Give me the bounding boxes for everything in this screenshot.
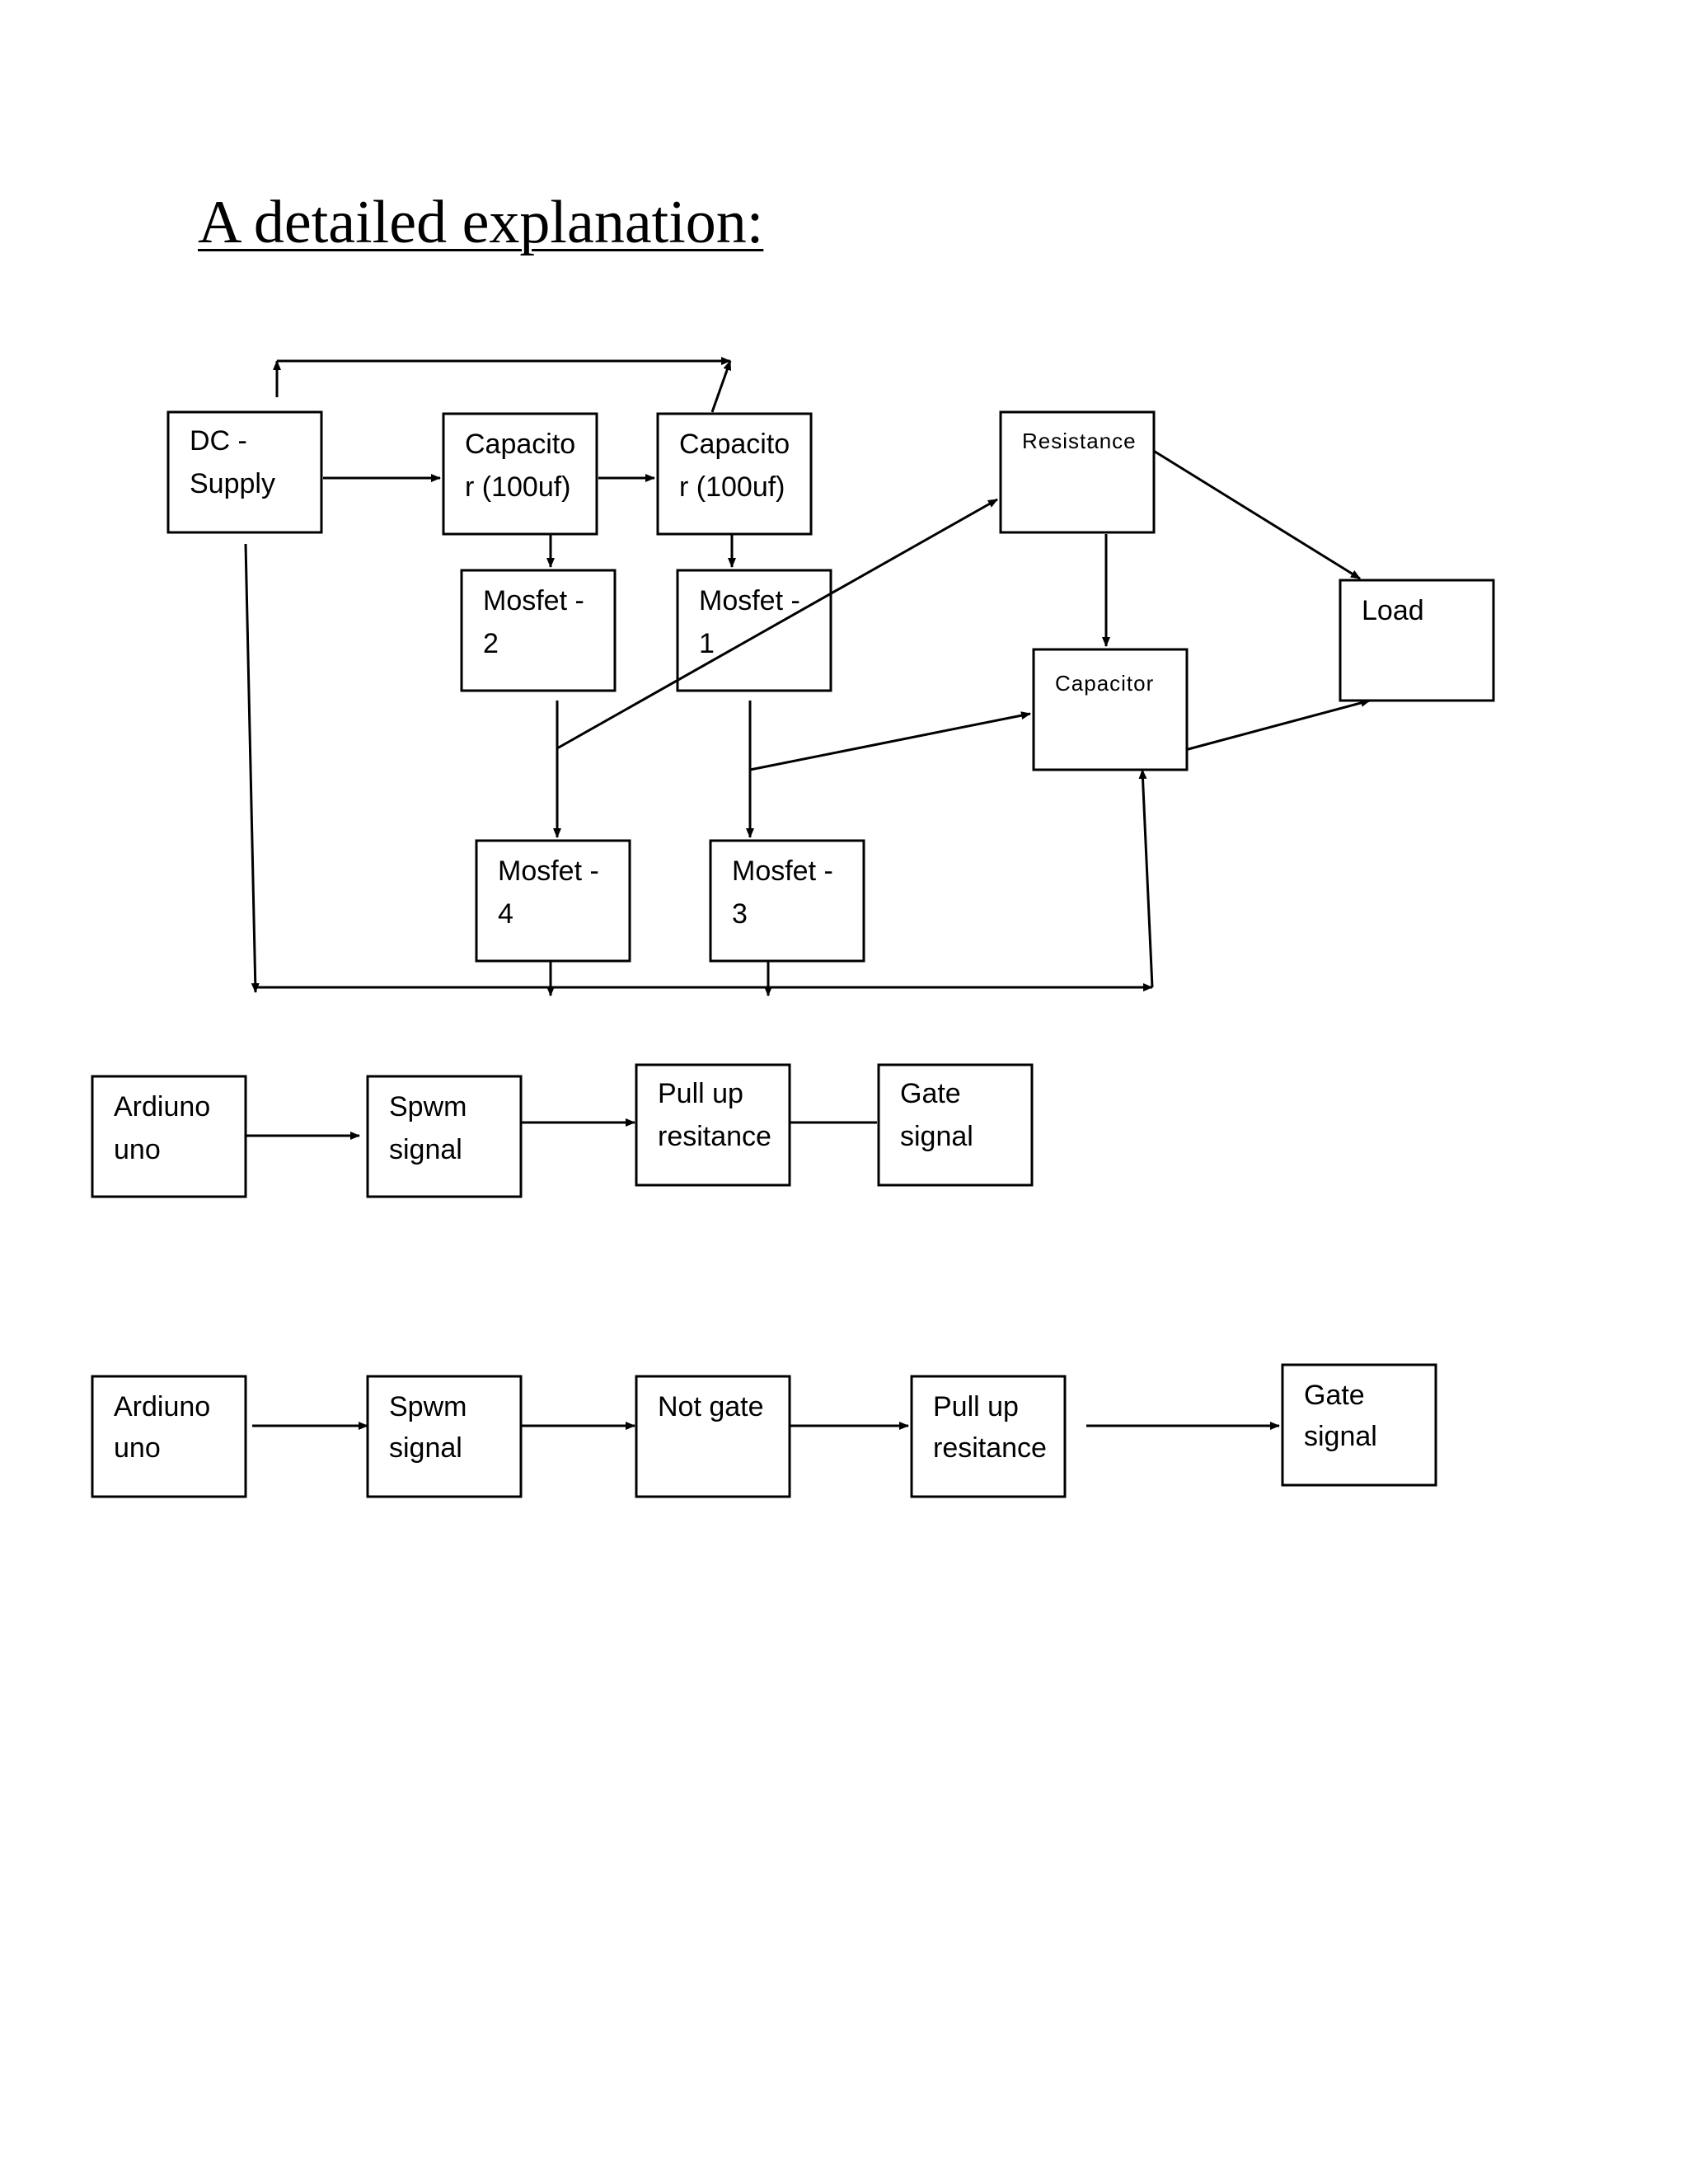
edge-dc-down bbox=[244, 543, 260, 993]
edge-node-to-capacitor bbox=[749, 711, 1031, 771]
node-load: Load bbox=[1339, 579, 1495, 702]
node-label-line1: Capacitor bbox=[1055, 671, 1154, 696]
node-label-line1: Ardiuno bbox=[114, 1391, 210, 1422]
page-title: A detailed explanation: bbox=[198, 189, 764, 256]
node-label-line2: signal bbox=[389, 1134, 462, 1165]
node-mosfet-4: Mosfet - 4 bbox=[475, 839, 631, 963]
node-r2-pull-up-resitance: Pull up resitance bbox=[910, 1375, 1067, 1498]
node-dc-supply: DC - Supply bbox=[166, 410, 323, 534]
node-label-line1: Not gate bbox=[658, 1391, 764, 1422]
edge-node-to-resistance bbox=[556, 498, 998, 750]
node-label-line1: Mosfet - bbox=[498, 855, 599, 887]
node-r2-arduino-uno: Ardiuno uno bbox=[91, 1375, 247, 1498]
node-label-line2: 4 bbox=[498, 898, 513, 930]
node-label-line1: Mosfet - bbox=[699, 585, 800, 616]
node-label-line2: 2 bbox=[483, 628, 499, 659]
node-label-line1: Ardiuno bbox=[114, 1091, 210, 1122]
node-resistance: Resistance bbox=[999, 410, 1156, 534]
node-label-line1: Pull up bbox=[658, 1078, 743, 1109]
node-r2-spwm-signal: Spwm signal bbox=[366, 1375, 523, 1498]
node-label-line1: Gate bbox=[1304, 1380, 1365, 1411]
node-mosfet-3: Mosfet - 3 bbox=[709, 839, 865, 963]
edge-capacitor-to-load bbox=[1184, 699, 1371, 752]
node-label-line1: Pull up bbox=[933, 1391, 1019, 1422]
edge-top-to-cap2 bbox=[710, 360, 732, 413]
node-capacitor-1: Capacito r (100uf) bbox=[442, 412, 598, 536]
node-label-line1: Mosfet - bbox=[732, 855, 833, 887]
node-label-line1: DC - bbox=[190, 425, 247, 457]
node-label-line2: signal bbox=[389, 1432, 462, 1464]
node-label-line1: Spwm bbox=[389, 1091, 467, 1122]
node-label-line2: signal bbox=[900, 1121, 973, 1152]
node-label-line1: Capacito bbox=[465, 429, 575, 460]
node-label-line2: 3 bbox=[732, 898, 748, 930]
edge-bus-to-capacitor bbox=[1138, 769, 1154, 988]
node-label-line1: Mosfet - bbox=[483, 585, 584, 616]
node-capacitor: Capacitor bbox=[1032, 648, 1189, 771]
node-label-line2: signal bbox=[1304, 1421, 1377, 1452]
node-mosfet-2: Mosfet - 2 bbox=[460, 569, 617, 692]
node-label-line1: Capacito bbox=[679, 429, 790, 460]
node-r1-gate-signal: Gate signal bbox=[877, 1063, 1034, 1187]
node-capacitor-2: Capacito r (100uf) bbox=[656, 412, 813, 536]
node-label-line2: 1 bbox=[699, 628, 715, 659]
node-r1-pull-up-resitance: Pull up resitance bbox=[635, 1063, 791, 1187]
node-r1-arduino-uno: Ardiuno uno bbox=[91, 1075, 247, 1198]
node-label-line2: resitance bbox=[933, 1432, 1047, 1464]
node-r2-gate-signal: Gate signal bbox=[1281, 1363, 1437, 1487]
node-label-line1: Gate bbox=[900, 1078, 961, 1109]
node-r1-spwm-signal: Spwm signal bbox=[366, 1075, 523, 1198]
node-mosfet-1: Mosfet - 1 bbox=[676, 569, 832, 692]
node-r2-not-gate: Not gate bbox=[635, 1375, 791, 1498]
node-label-line2: r (100uf) bbox=[465, 471, 571, 503]
node-label-line2: uno bbox=[114, 1432, 161, 1464]
node-label-line2: uno bbox=[114, 1134, 161, 1165]
node-label-line2: Supply bbox=[190, 468, 275, 499]
edge-resistance-to-load bbox=[1151, 448, 1361, 580]
node-label-line2: r (100uf) bbox=[679, 471, 785, 503]
node-label-line1: Spwm bbox=[389, 1391, 467, 1422]
node-label-line1: Load bbox=[1362, 595, 1424, 626]
node-label-line2: resitance bbox=[658, 1121, 771, 1152]
edges bbox=[244, 357, 1371, 1430]
node-label-line1: Resistance bbox=[1022, 429, 1137, 453]
